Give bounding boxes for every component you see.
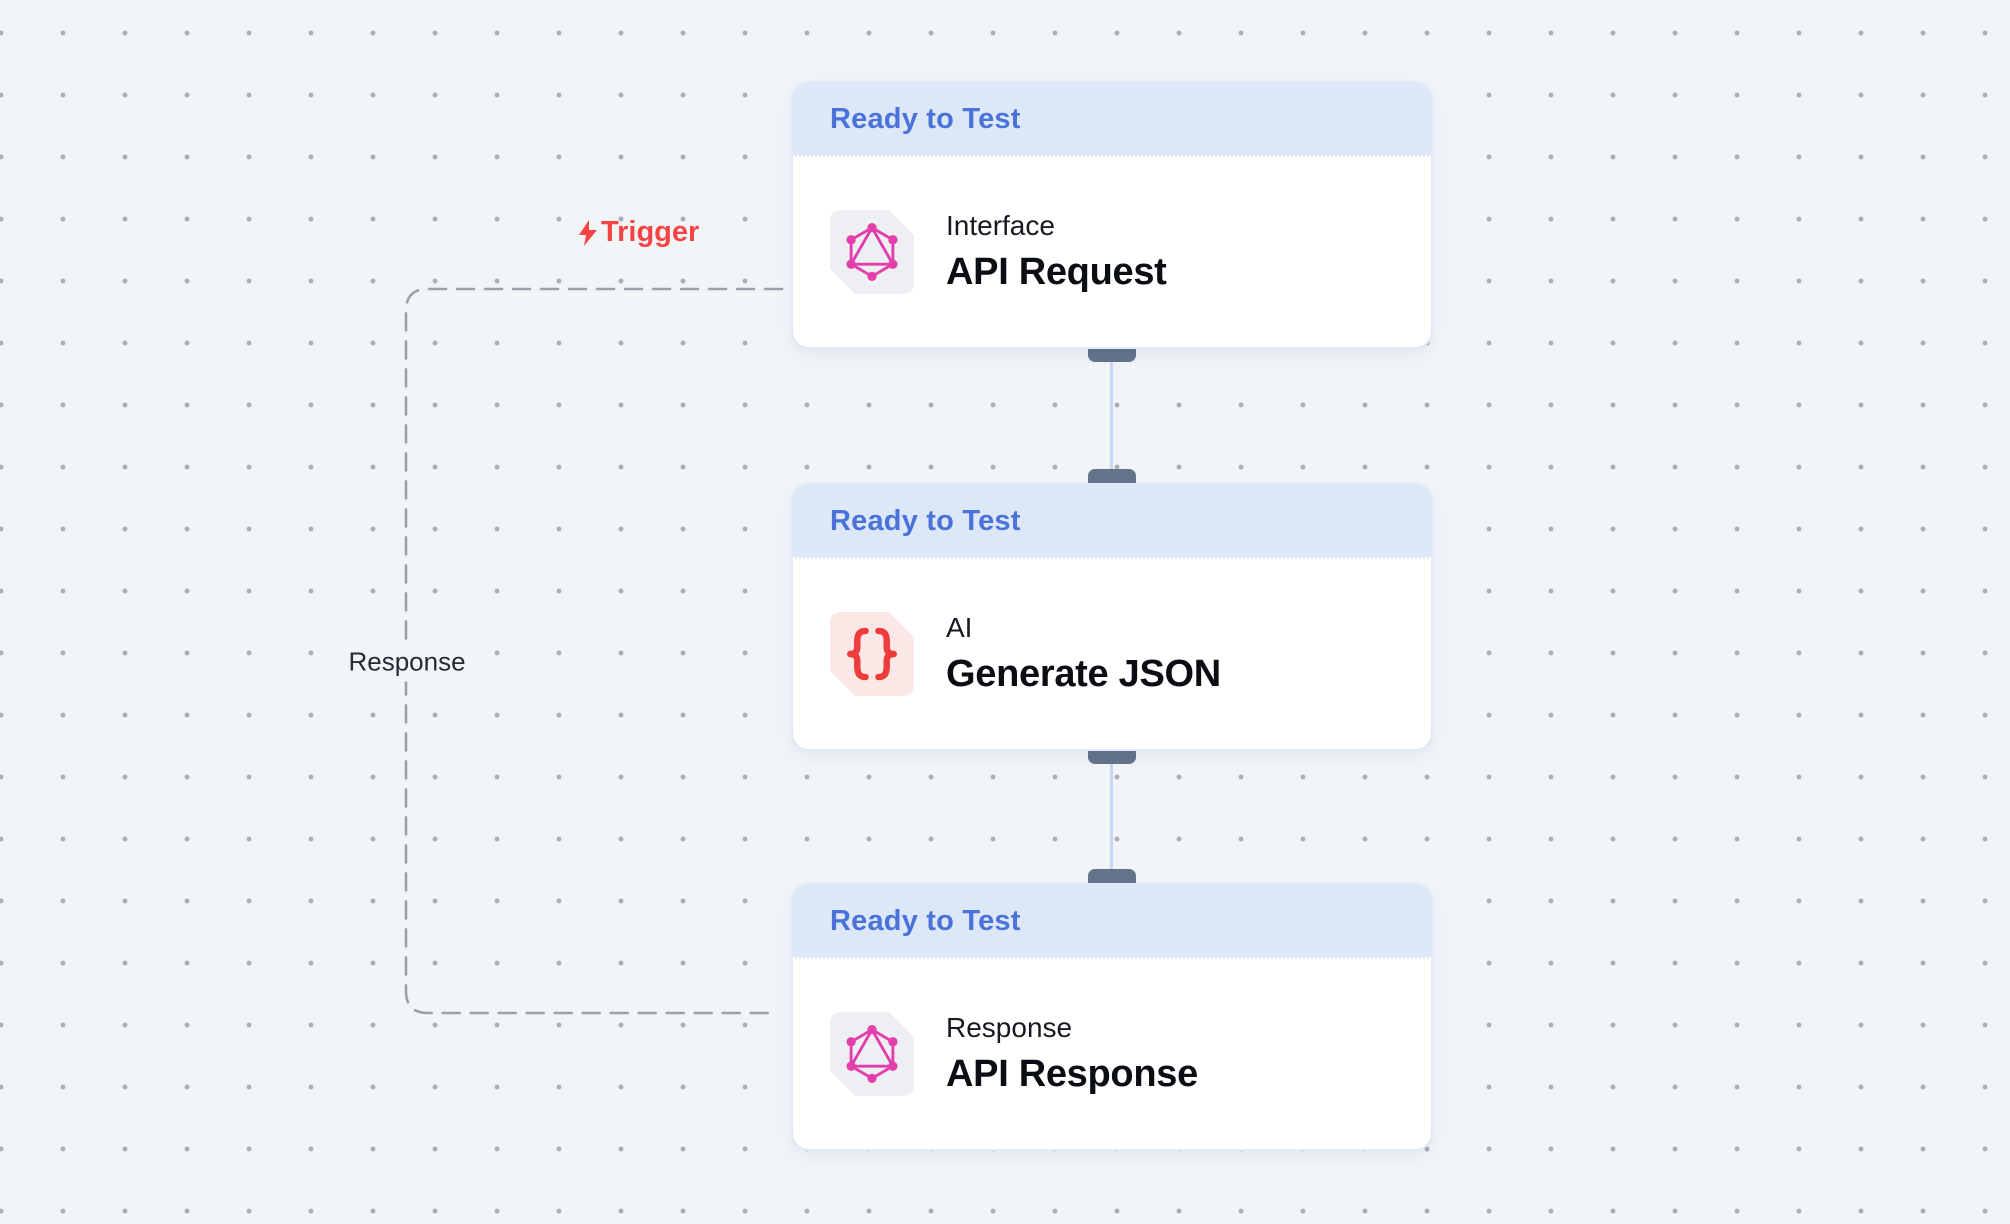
node-status-bar: Ready to Test [793, 485, 1431, 559]
input-port-api-response[interactable] [1088, 869, 1136, 883]
node-api-response[interactable]: Ready to Test [791, 883, 1433, 1151]
graphql-icon [830, 1012, 914, 1096]
status-badge: Ready to Test [830, 102, 1021, 135]
graphql-icon [830, 210, 914, 294]
output-port-generate-json[interactable] [1088, 750, 1136, 764]
node-status-bar: Ready to Test [793, 83, 1431, 157]
node-kind: AI [946, 612, 973, 643]
trigger-label: Trigger [576, 216, 699, 249]
node-status-bar: Ready to Test [793, 885, 1431, 959]
node-title: API Response [946, 1053, 1198, 1095]
input-port-generate-json[interactable] [1088, 469, 1136, 483]
node-title: Generate JSON [946, 653, 1221, 695]
node-title: API Request [946, 251, 1167, 293]
status-badge: Ready to Test [830, 904, 1021, 937]
node-body: Interface API Request [793, 157, 1431, 347]
status-badge: Ready to Test [830, 504, 1021, 537]
trigger-label-text: Trigger [601, 216, 700, 248]
connector-line [1110, 360, 1113, 472]
node-api-request[interactable]: Ready to Test [791, 81, 1433, 349]
node-kind: Response [946, 1012, 1073, 1043]
output-port-api-request[interactable] [1088, 348, 1136, 362]
node-body: AI Generate JSON [793, 559, 1431, 749]
connector-line [1110, 762, 1113, 872]
node-body: Response API Response [793, 959, 1431, 1149]
node-kind: Interface [946, 210, 1055, 241]
response-edge-label: Response [338, 642, 476, 682]
node-generate-json[interactable]: Ready to Test AI Generate JSON [791, 483, 1433, 751]
braces-icon [830, 612, 914, 696]
lightning-bolt-icon [579, 219, 597, 246]
